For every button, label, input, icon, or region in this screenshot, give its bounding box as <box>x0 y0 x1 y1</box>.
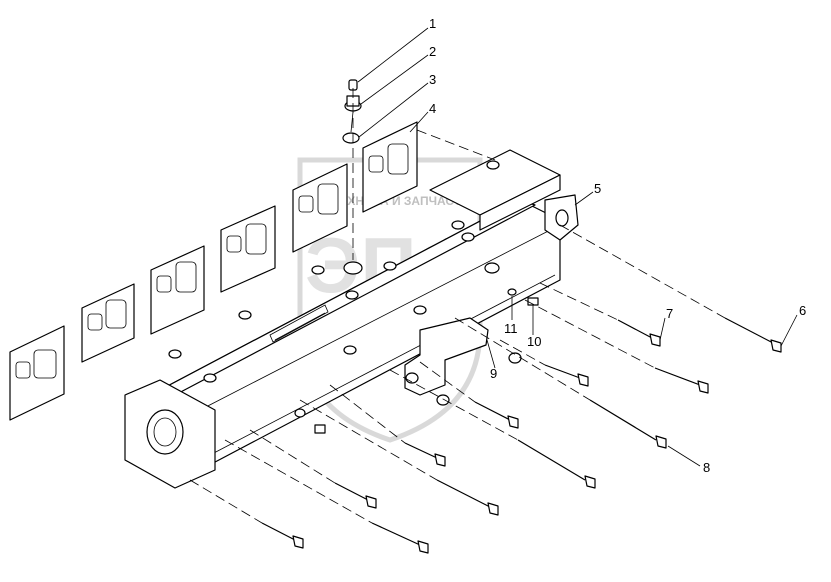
bolt <box>334 482 377 509</box>
gasket <box>220 205 276 293</box>
bolt <box>517 439 596 489</box>
gasket <box>150 245 205 335</box>
bolt <box>371 522 429 554</box>
gasket <box>9 325 65 421</box>
bolt <box>654 367 709 394</box>
fitting-parts <box>342 79 362 144</box>
bolt <box>589 399 667 449</box>
gasket <box>362 121 418 213</box>
bolt <box>404 442 446 467</box>
bolt-set <box>261 317 782 554</box>
assembly-lines <box>189 88 726 524</box>
bolt <box>544 364 589 387</box>
sealing-washer <box>342 132 360 144</box>
callout-2: 2 <box>429 44 436 59</box>
gasket <box>81 283 135 363</box>
callout-6: 6 <box>799 303 806 318</box>
bolt <box>617 319 661 347</box>
bolt <box>724 317 782 353</box>
leader-lines <box>357 27 798 467</box>
callout-10: 10 <box>527 334 541 349</box>
callout-7: 7 <box>666 306 673 321</box>
callout-3: 3 <box>429 72 436 87</box>
bolt <box>261 522 304 549</box>
gasket <box>292 163 348 253</box>
callout-5: 5 <box>594 181 601 196</box>
callout-labels: 1 2 3 4 5 6 7 8 9 10 11 <box>429 16 806 475</box>
callout-11: 11 <box>504 321 518 336</box>
small-bolts <box>294 288 539 434</box>
callout-4: 4 <box>429 101 436 116</box>
gasket-set <box>9 121 418 421</box>
bolt <box>436 479 499 516</box>
callout-9: 9 <box>490 366 497 381</box>
exhaust-manifold <box>124 149 579 489</box>
callout-1: 1 <box>429 16 436 31</box>
callout-8: 8 <box>703 460 710 475</box>
bolt <box>474 401 519 429</box>
